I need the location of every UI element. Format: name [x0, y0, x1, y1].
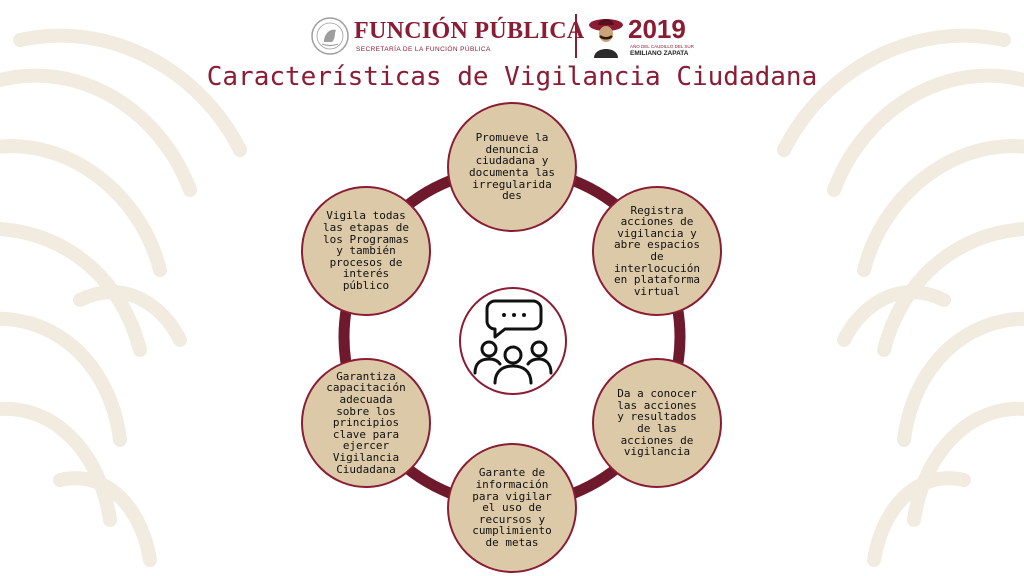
- people-chat-icon: [473, 299, 553, 385]
- brand-subtitle: SECRETARÍA DE LA FUNCIÓN PÚBLICA: [356, 46, 491, 53]
- center-node: [459, 287, 567, 395]
- cycle-node-6-text: Vigila todas las etapas de los Programas…: [322, 209, 410, 292]
- year-subtitle: AÑO DEL CAUDILLO DEL SUR: [630, 44, 694, 49]
- cycle-node-4: Garante de información para vigilar el u…: [447, 443, 577, 573]
- year-label: 2019: [628, 14, 686, 44]
- brand-title: FUNCIÓN PÚBLICA: [354, 18, 585, 44]
- cycle-node-3: Da a conocer las acciones y resultados d…: [592, 358, 722, 488]
- header-divider: [575, 14, 577, 58]
- emiliano-zapata-portrait-icon: [589, 19, 623, 58]
- cycle-node-3-text: Da a conocer las acciones y resultados d…: [617, 387, 697, 459]
- cycle-node-5: Garantiza capacitación adecuada sobre lo…: [301, 358, 431, 488]
- background-pattern-right: [777, 28, 1024, 567]
- cycle-node-2: Registra acciones de vigilancia y abre e…: [592, 186, 722, 316]
- cycle-node-1: Promueve la denuncia ciudadana y documen…: [447, 102, 577, 232]
- cycle-node-6: Vigila todas las etapas de los Programas…: [301, 186, 431, 316]
- cycle-node-5-text: Garantiza capacitación adecuada sobre lo…: [326, 369, 406, 476]
- background-pattern-left: [0, 28, 247, 567]
- year-name: EMILIANO ZAPATA: [630, 50, 689, 57]
- cycle-node-1-text: Promueve la denuncia ciudadana y documen…: [468, 131, 556, 203]
- cycle-node-4-text: Garante de información para vigilar el u…: [472, 466, 552, 549]
- header: FUNCIÓN PÚBLICA SECRETARÍA DE LA FUNCIÓN…: [0, 12, 1024, 60]
- cycle-node-2-text: Registra acciones de vigilancia y abre e…: [613, 203, 701, 298]
- page-title: Características de Vigilancia Ciudadana: [206, 62, 818, 92]
- coat-of-arms-icon: [311, 17, 349, 55]
